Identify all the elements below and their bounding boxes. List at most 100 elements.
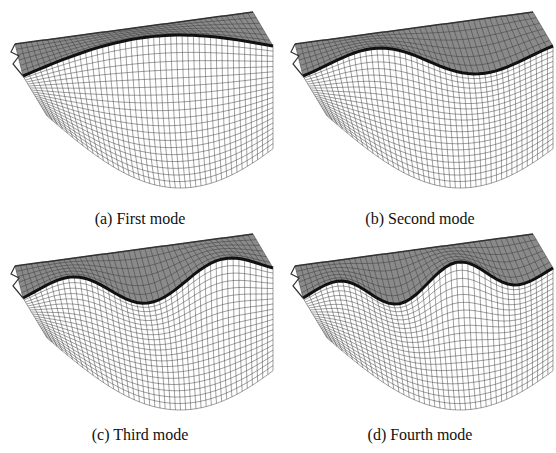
mesh-line bbox=[394, 49, 409, 175]
mesh-line bbox=[428, 283, 440, 408]
mesh-line bbox=[47, 40, 57, 62]
mesh-line bbox=[142, 38, 155, 185]
mesh-line bbox=[309, 295, 332, 343]
mesh-line bbox=[102, 32, 114, 43]
mesh-line bbox=[250, 42, 252, 163]
mesh-line bbox=[23, 298, 47, 338]
mesh-line bbox=[303, 298, 327, 338]
mesh-line bbox=[371, 34, 383, 48]
mesh-line bbox=[348, 282, 368, 372]
mesh-line bbox=[134, 28, 148, 37]
mesh-line bbox=[320, 68, 342, 129]
mesh-line bbox=[317, 263, 326, 285]
mesh-line bbox=[376, 33, 388, 48]
mesh-line bbox=[360, 51, 379, 157]
mesh-line bbox=[248, 13, 268, 45]
mesh-line bbox=[355, 36, 366, 50]
mesh-line bbox=[327, 262, 337, 282]
mesh-line bbox=[525, 283, 528, 388]
mesh-line bbox=[125, 41, 139, 180]
mesh-line bbox=[129, 251, 143, 303]
mesh-line bbox=[333, 39, 343, 58]
mesh-line bbox=[97, 48, 114, 167]
mesh-line bbox=[451, 70, 461, 188]
mesh-line bbox=[37, 41, 46, 66]
figure-caption: (c) Third mode bbox=[92, 426, 189, 444]
mesh-line bbox=[69, 259, 80, 278]
mesh-line bbox=[41, 106, 273, 155]
mesh-line bbox=[150, 26, 165, 36]
mesh-line bbox=[525, 59, 528, 166]
mesh-line bbox=[331, 283, 352, 360]
mesh-line bbox=[228, 258, 232, 397]
mesh-line bbox=[112, 31, 125, 41]
mesh-line bbox=[86, 278, 104, 382]
mesh-line bbox=[462, 262, 471, 410]
mesh-line bbox=[307, 61, 553, 88]
mesh-line bbox=[337, 60, 358, 142]
fold-edge bbox=[23, 258, 273, 303]
mesh-line bbox=[216, 261, 221, 402]
mesh-line bbox=[519, 62, 522, 170]
mesh-line bbox=[33, 309, 273, 340]
mesh-line bbox=[142, 303, 155, 407]
mesh-line bbox=[97, 283, 114, 389]
mesh-line bbox=[193, 35, 201, 185]
mesh-line bbox=[41, 328, 273, 378]
mesh-line bbox=[216, 37, 221, 179]
mesh-line bbox=[137, 302, 150, 405]
mesh-line bbox=[80, 35, 91, 49]
web-surface bbox=[303, 46, 553, 188]
mesh-line bbox=[64, 37, 74, 55]
mesh-line bbox=[338, 38, 348, 55]
mesh-line bbox=[320, 104, 553, 150]
mesh-line bbox=[417, 294, 430, 405]
mesh-line bbox=[354, 53, 373, 153]
mesh-line bbox=[553, 268, 554, 371]
mesh-line bbox=[434, 63, 445, 186]
mesh-line bbox=[377, 48, 394, 167]
mesh-line bbox=[63, 278, 83, 367]
mesh-line bbox=[428, 61, 440, 186]
mesh-line bbox=[166, 24, 182, 35]
mesh-line bbox=[491, 72, 497, 181]
mesh-line bbox=[354, 284, 373, 375]
mesh-line bbox=[250, 261, 252, 385]
mesh-line bbox=[123, 29, 136, 38]
mesh-line bbox=[441, 246, 456, 262]
mesh-line bbox=[403, 251, 416, 294]
mesh-line bbox=[462, 73, 471, 188]
mesh-line bbox=[120, 296, 135, 400]
mesh-line bbox=[388, 303, 404, 395]
mesh-line bbox=[325, 112, 553, 175]
mesh-line bbox=[338, 260, 348, 282]
mesh-line bbox=[366, 291, 384, 383]
mesh-line bbox=[182, 35, 191, 187]
mesh-line bbox=[31, 42, 40, 69]
back-edge bbox=[15, 234, 253, 266]
mesh-line bbox=[425, 249, 440, 272]
mesh-line bbox=[456, 262, 465, 409]
mesh-line bbox=[479, 268, 486, 406]
mesh-line bbox=[188, 243, 205, 267]
mesh-line bbox=[445, 268, 455, 410]
mesh-line bbox=[439, 66, 450, 188]
mesh-line bbox=[165, 297, 175, 410]
mesh-line bbox=[360, 287, 379, 379]
mesh-line bbox=[57, 280, 78, 363]
mesh-line bbox=[24, 266, 273, 308]
mesh-line bbox=[317, 322, 553, 358]
mesh-line bbox=[473, 74, 481, 186]
support-notch bbox=[11, 266, 23, 298]
mesh-line bbox=[159, 36, 170, 188]
mesh-line bbox=[322, 108, 553, 162]
mesh-line bbox=[161, 24, 176, 35]
mesh-line bbox=[299, 251, 543, 282]
mesh-line bbox=[311, 264, 320, 288]
fold-edge bbox=[303, 46, 553, 76]
mesh-line bbox=[205, 36, 212, 183]
mesh-line bbox=[85, 35, 97, 48]
mesh-line bbox=[436, 247, 451, 264]
mesh-line bbox=[148, 303, 160, 408]
mesh-line bbox=[63, 60, 83, 146]
